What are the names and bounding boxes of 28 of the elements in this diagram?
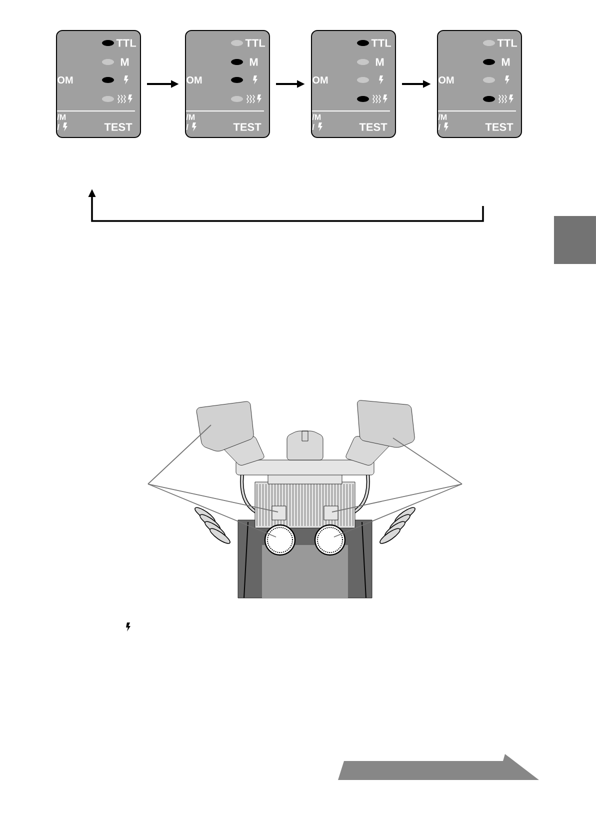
panel-label: OM [58, 76, 73, 84]
panel-label: TEST [104, 123, 132, 131]
panel-label: OM [312, 76, 328, 84]
panel-label: M [376, 58, 384, 66]
panel-label: TEST [485, 123, 514, 131]
mode-panel [437, 30, 522, 138]
panel-label: /M [312, 114, 321, 120]
panel-label: OM [186, 76, 202, 84]
panel-label: TTL [371, 39, 392, 47]
panel-label: /M [438, 114, 447, 120]
panel-label: / [312, 124, 314, 130]
panel-label: OM [438, 76, 454, 84]
panel-label: TTL [245, 39, 266, 47]
panel-label: /M [57, 114, 66, 120]
panel-label: /M [186, 114, 195, 120]
panel-label: M [250, 58, 258, 66]
panel-label: / [57, 124, 60, 130]
panel-label: TEST [359, 123, 388, 131]
panel-label: / [438, 124, 440, 130]
mode-panel [311, 30, 396, 138]
mode-panel [56, 30, 141, 138]
panel-label: M [120, 58, 129, 66]
mode-panel [185, 30, 270, 138]
panel-label: / [186, 124, 188, 130]
panel-label: TTL [497, 39, 518, 47]
panel-label: TTL [116, 39, 136, 47]
panel-label: M [502, 58, 510, 66]
panel-label: TEST [233, 123, 262, 131]
